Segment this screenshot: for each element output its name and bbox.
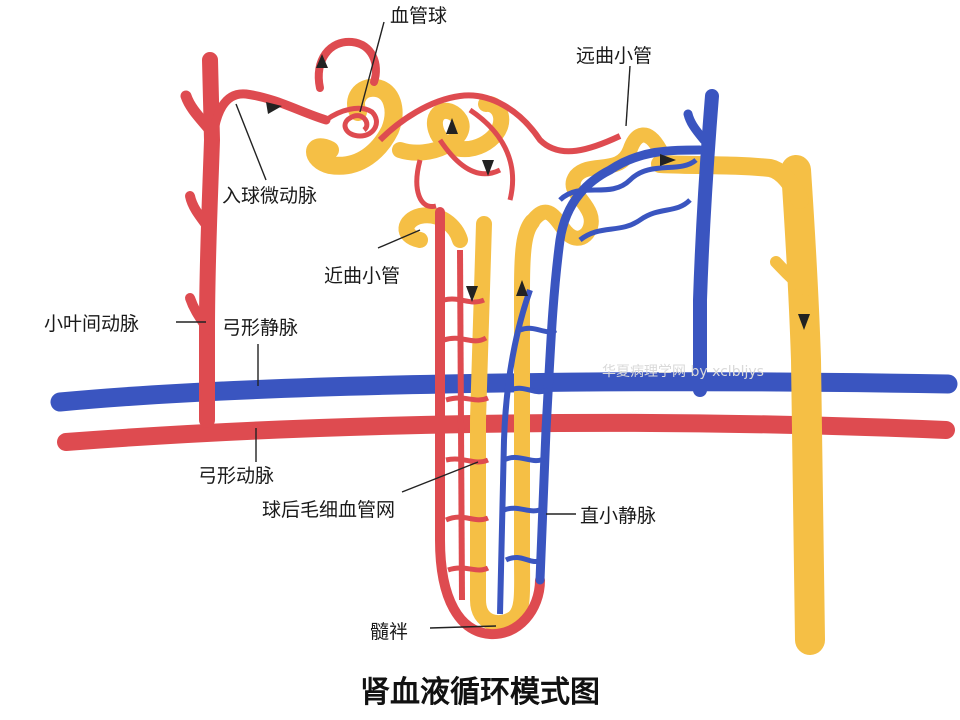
label-proximal-convoluted-tubule: 近曲小管 [324,265,400,287]
label-afferent-arteriole: 入球微动脉 [222,185,317,207]
vasa-recta-vein-network [497,145,705,615]
flow-arrow-icon [798,314,810,330]
label-medullary-loop: 髓袢 [370,621,408,643]
efferent-arteriole-network [377,92,622,640]
label-interlobular-artery: 小叶间动脉 [44,313,139,335]
label-glomerulus: 血管球 [390,5,447,27]
flow-arrow-icon [466,286,478,302]
collecting-duct [651,155,825,655]
label-vasa-recta-vein: 直小静脉 [580,505,656,527]
diagram-title: 肾血液循环模式图 [360,675,600,710]
loop-of-henle-tubule [470,214,540,632]
interlobular-vein-vessel [683,89,719,397]
flow-arrow-icon [266,102,282,114]
watermark: 华夏病理学网 by xclbljys [602,364,764,380]
afferent-arteriole-vessel [207,89,331,155]
flow-arrows [266,54,810,330]
label-distal-convoluted-tubule: 远曲小管 [576,45,652,67]
label-arcuate-artery: 弓形动脉 [198,465,274,487]
leader-lines [176,21,631,629]
proximal-convoluted-tubule [392,96,510,248]
flow-arrow-icon [482,160,494,176]
flow-arrow-icon [316,54,328,68]
label-peritubular-capillary-network: 球后毛细血管网 [262,499,395,521]
glomerulus [306,37,403,175]
label-arcuate-vein: 弓形静脉 [222,317,298,339]
interlobular-artery-vessel [180,52,221,428]
flow-arrow-icon [660,154,676,166]
flow-arrow-icon [446,118,458,134]
flow-arrow-icon [516,280,528,296]
